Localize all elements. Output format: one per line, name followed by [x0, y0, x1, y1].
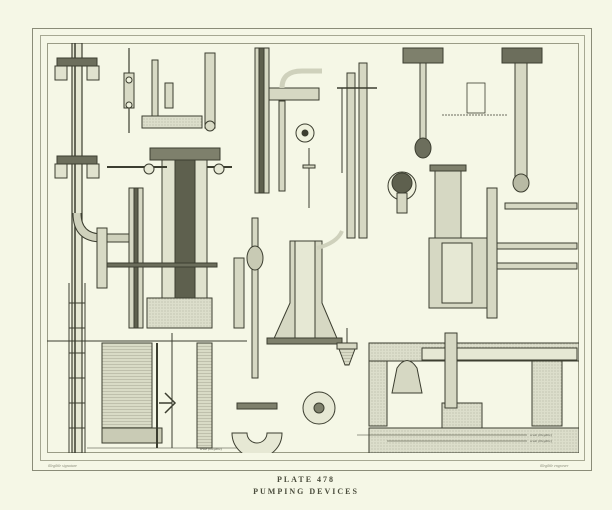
scale-label-right-top: scale (illegible)	[530, 433, 552, 437]
right-foundation	[368, 332, 579, 453]
ladder	[68, 283, 86, 453]
hanging-pump-barrel	[402, 47, 444, 159]
plate-inner-border	[47, 43, 579, 453]
engraving-illustration	[47, 43, 579, 453]
valve-plate-plans	[231, 391, 336, 453]
left-rising-pipe	[54, 43, 142, 453]
arrow-valve	[159, 392, 177, 414]
plate-number: PLATE 478	[276, 475, 336, 484]
long-rising-main	[501, 47, 543, 193]
disc-valve	[387, 171, 417, 214]
water-tank-right	[196, 342, 213, 449]
cone-pump-body	[266, 230, 344, 345]
double-pipe	[337, 62, 377, 239]
central-pump-cylinder	[106, 147, 232, 329]
plate-middle-border	[40, 35, 585, 461]
side-pump	[233, 217, 264, 379]
plate-outer-border	[32, 28, 592, 471]
plate-title: PUMPING DEVICES	[253, 487, 359, 496]
scale-label-left: scale (illegible)	[200, 447, 222, 451]
right-pump-engine	[428, 164, 578, 319]
artist-credit: illegible signature	[48, 463, 78, 468]
branch-pipe-assembly	[254, 47, 343, 208]
strainer-head	[336, 328, 358, 366]
valve-box-detail	[442, 82, 507, 116]
scale-label-right-bottom: scale (illegible)	[530, 439, 552, 443]
engraver-credit: illegible engraver	[540, 463, 569, 468]
top-small-figures	[123, 48, 216, 133]
scale-bars	[87, 434, 527, 449]
